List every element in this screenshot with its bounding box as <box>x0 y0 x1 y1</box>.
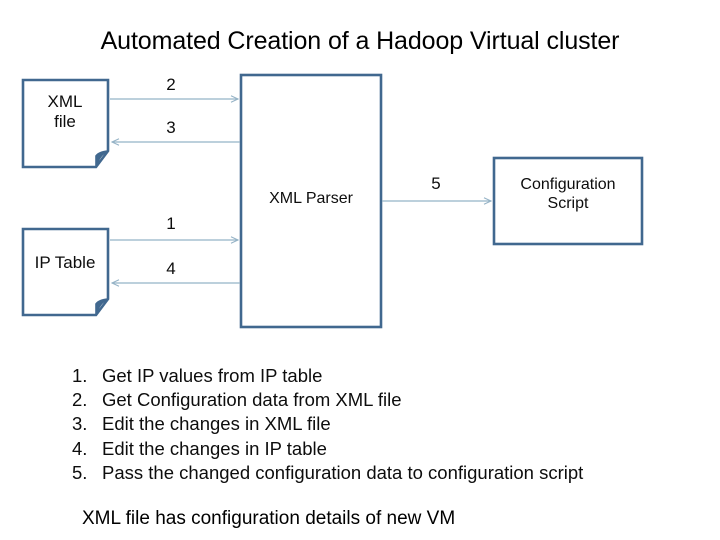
flow-diagram <box>21 73 644 329</box>
list-item: 1. Get IP values from IP table <box>72 364 682 388</box>
list-item: 2. Get Configuration data from XML file <box>72 388 682 412</box>
list-item-number: 2. <box>72 389 88 411</box>
list-item-text: Get Configuration data from XML file <box>102 389 402 411</box>
node-xml-file[interactable] <box>21 78 110 169</box>
list-item: 3. Edit the changes in XML file <box>72 412 682 436</box>
xml-file-fold-corner-icon <box>95 150 109 168</box>
node-xml-parser[interactable] <box>239 73 383 329</box>
slide-caption: XML file has configuration details of ne… <box>82 508 456 529</box>
list-item: 4. Edit the changes in IP table <box>72 437 682 461</box>
list-item-text: Edit the changes in XML file <box>102 413 331 435</box>
xml-file-document-outline <box>21 78 110 169</box>
node-configuration-script[interactable] <box>492 156 644 246</box>
node-ip-table[interactable] <box>21 227 110 317</box>
steps-list: 1. Get IP values from IP table 2. Get Co… <box>72 364 682 485</box>
list-item-text: Pass the changed configuration data to c… <box>102 461 584 483</box>
list-item-text: Get IP values from IP table <box>102 365 323 386</box>
list-item-text: Edit the changes in IP table <box>102 437 327 459</box>
list-item-number: 1. <box>72 365 88 386</box>
list-item-number: 4. <box>72 437 88 459</box>
page-title: Automated Creation of a Hadoop Virtual c… <box>100 27 620 55</box>
list-item-number: 3. <box>72 413 88 435</box>
list-item-number: 5. <box>72 461 88 483</box>
list-item: 5. Pass the changed configuration data t… <box>72 461 682 485</box>
ip-table-document-outline <box>21 227 110 317</box>
ip-table-fold-corner-icon <box>95 298 109 316</box>
